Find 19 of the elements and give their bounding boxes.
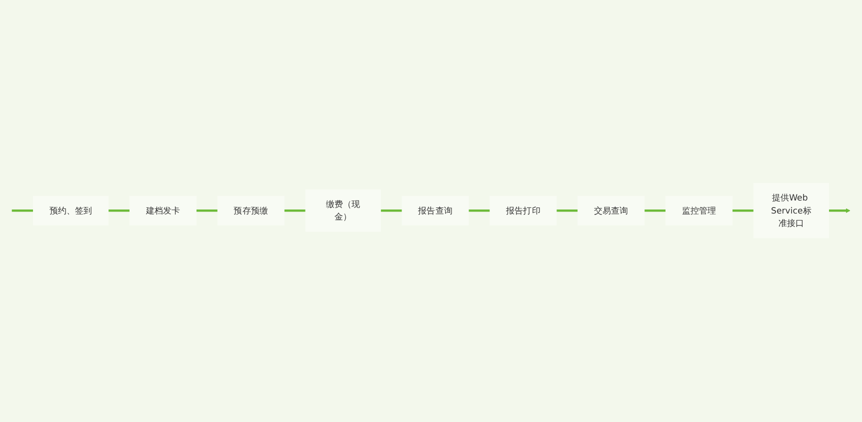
connector xyxy=(284,210,306,212)
connector xyxy=(380,210,402,212)
node-box: 监控管理 xyxy=(666,196,732,226)
node-box: 报告查询 xyxy=(402,196,469,226)
connector xyxy=(12,210,34,212)
connector xyxy=(644,210,666,212)
node-box: 预约、签到 xyxy=(33,196,109,226)
connector xyxy=(108,210,130,212)
node-box: 报告打印 xyxy=(490,196,557,226)
node-box: 建档发卡 xyxy=(130,196,196,226)
arrow xyxy=(828,208,850,214)
node-box: 提供Web Service标准接口 xyxy=(753,183,829,239)
connector xyxy=(732,210,754,212)
connector xyxy=(468,210,490,212)
connector xyxy=(556,210,578,212)
connector xyxy=(196,210,218,212)
node-box: 预存预缴 xyxy=(217,196,284,226)
node-box: 缴费（现金） xyxy=(305,190,381,232)
node-box: 交易查询 xyxy=(578,196,645,226)
